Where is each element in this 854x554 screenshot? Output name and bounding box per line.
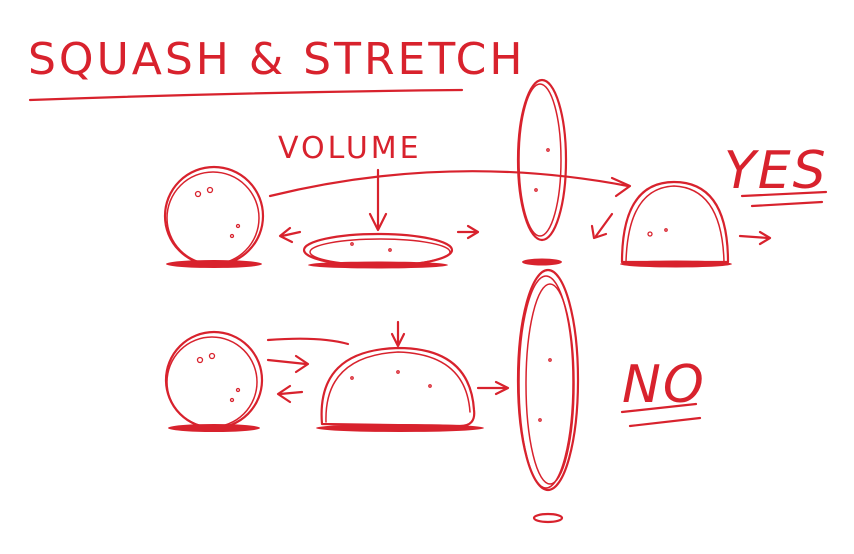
bottom-ball-oversquashed [316,346,484,432]
ground-shadow [316,424,484,432]
left-arrow [280,230,302,238]
yes-label: YES [724,141,828,201]
bottom-ball-round [164,330,264,432]
bottom-arc-arrow [266,337,350,346]
ground-shadow [168,424,260,432]
arc-arrow [268,170,630,198]
ground-shadow [532,512,564,524]
ground-shadow [522,258,562,266]
top-ball-dome [620,180,732,268]
dome-right-arrow [738,234,770,240]
top-ball-round [163,165,265,268]
ground-shadow [620,260,732,268]
bottom-ball-overstretched [516,268,580,524]
page-title: SQUASH & STRETCH [28,34,525,85]
volume-label: VOLUME [278,131,422,166]
top-ball-squashed [302,232,454,269]
yes-underline [740,190,828,198]
dome-left-arrow [594,212,614,238]
ground-shadow [308,261,448,269]
ground-shadow [166,260,262,268]
no-label: NO [622,355,706,415]
no-underline [620,402,698,414]
top-ball-stretched [516,78,568,266]
bottom-left-arrow [278,390,304,396]
title-underline [28,88,464,102]
